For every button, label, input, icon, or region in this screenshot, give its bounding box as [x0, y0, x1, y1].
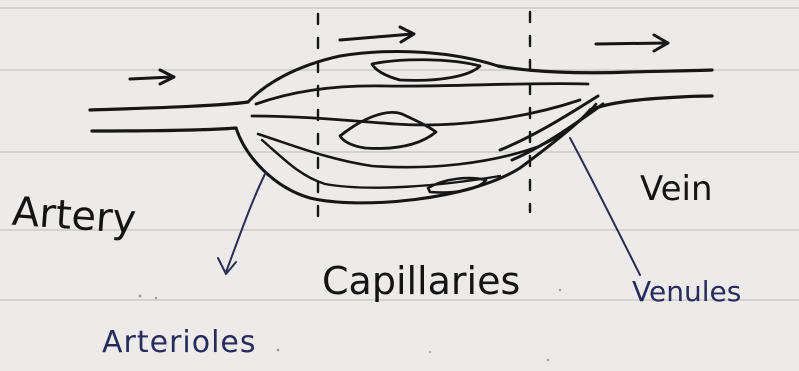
- artery-label: Artery: [11, 192, 138, 241]
- venules-label: Venules: [632, 278, 741, 306]
- flow-arrows: [130, 27, 668, 84]
- arterioles-pointer: [218, 172, 266, 274]
- flow-arrow-vein: [596, 35, 668, 51]
- vein-label: Vein: [640, 172, 713, 206]
- flow-arrow-artery: [130, 70, 174, 84]
- region-boundaries: [318, 12, 530, 220]
- capillary-bed: [236, 51, 596, 202]
- flow-arrow-capillaries: [340, 27, 414, 42]
- capillaries-label: Capillaries: [322, 262, 520, 300]
- venules-pointer: [570, 138, 640, 275]
- artery-vessel: [90, 102, 248, 131]
- arterioles-label: Arterioles: [102, 328, 257, 358]
